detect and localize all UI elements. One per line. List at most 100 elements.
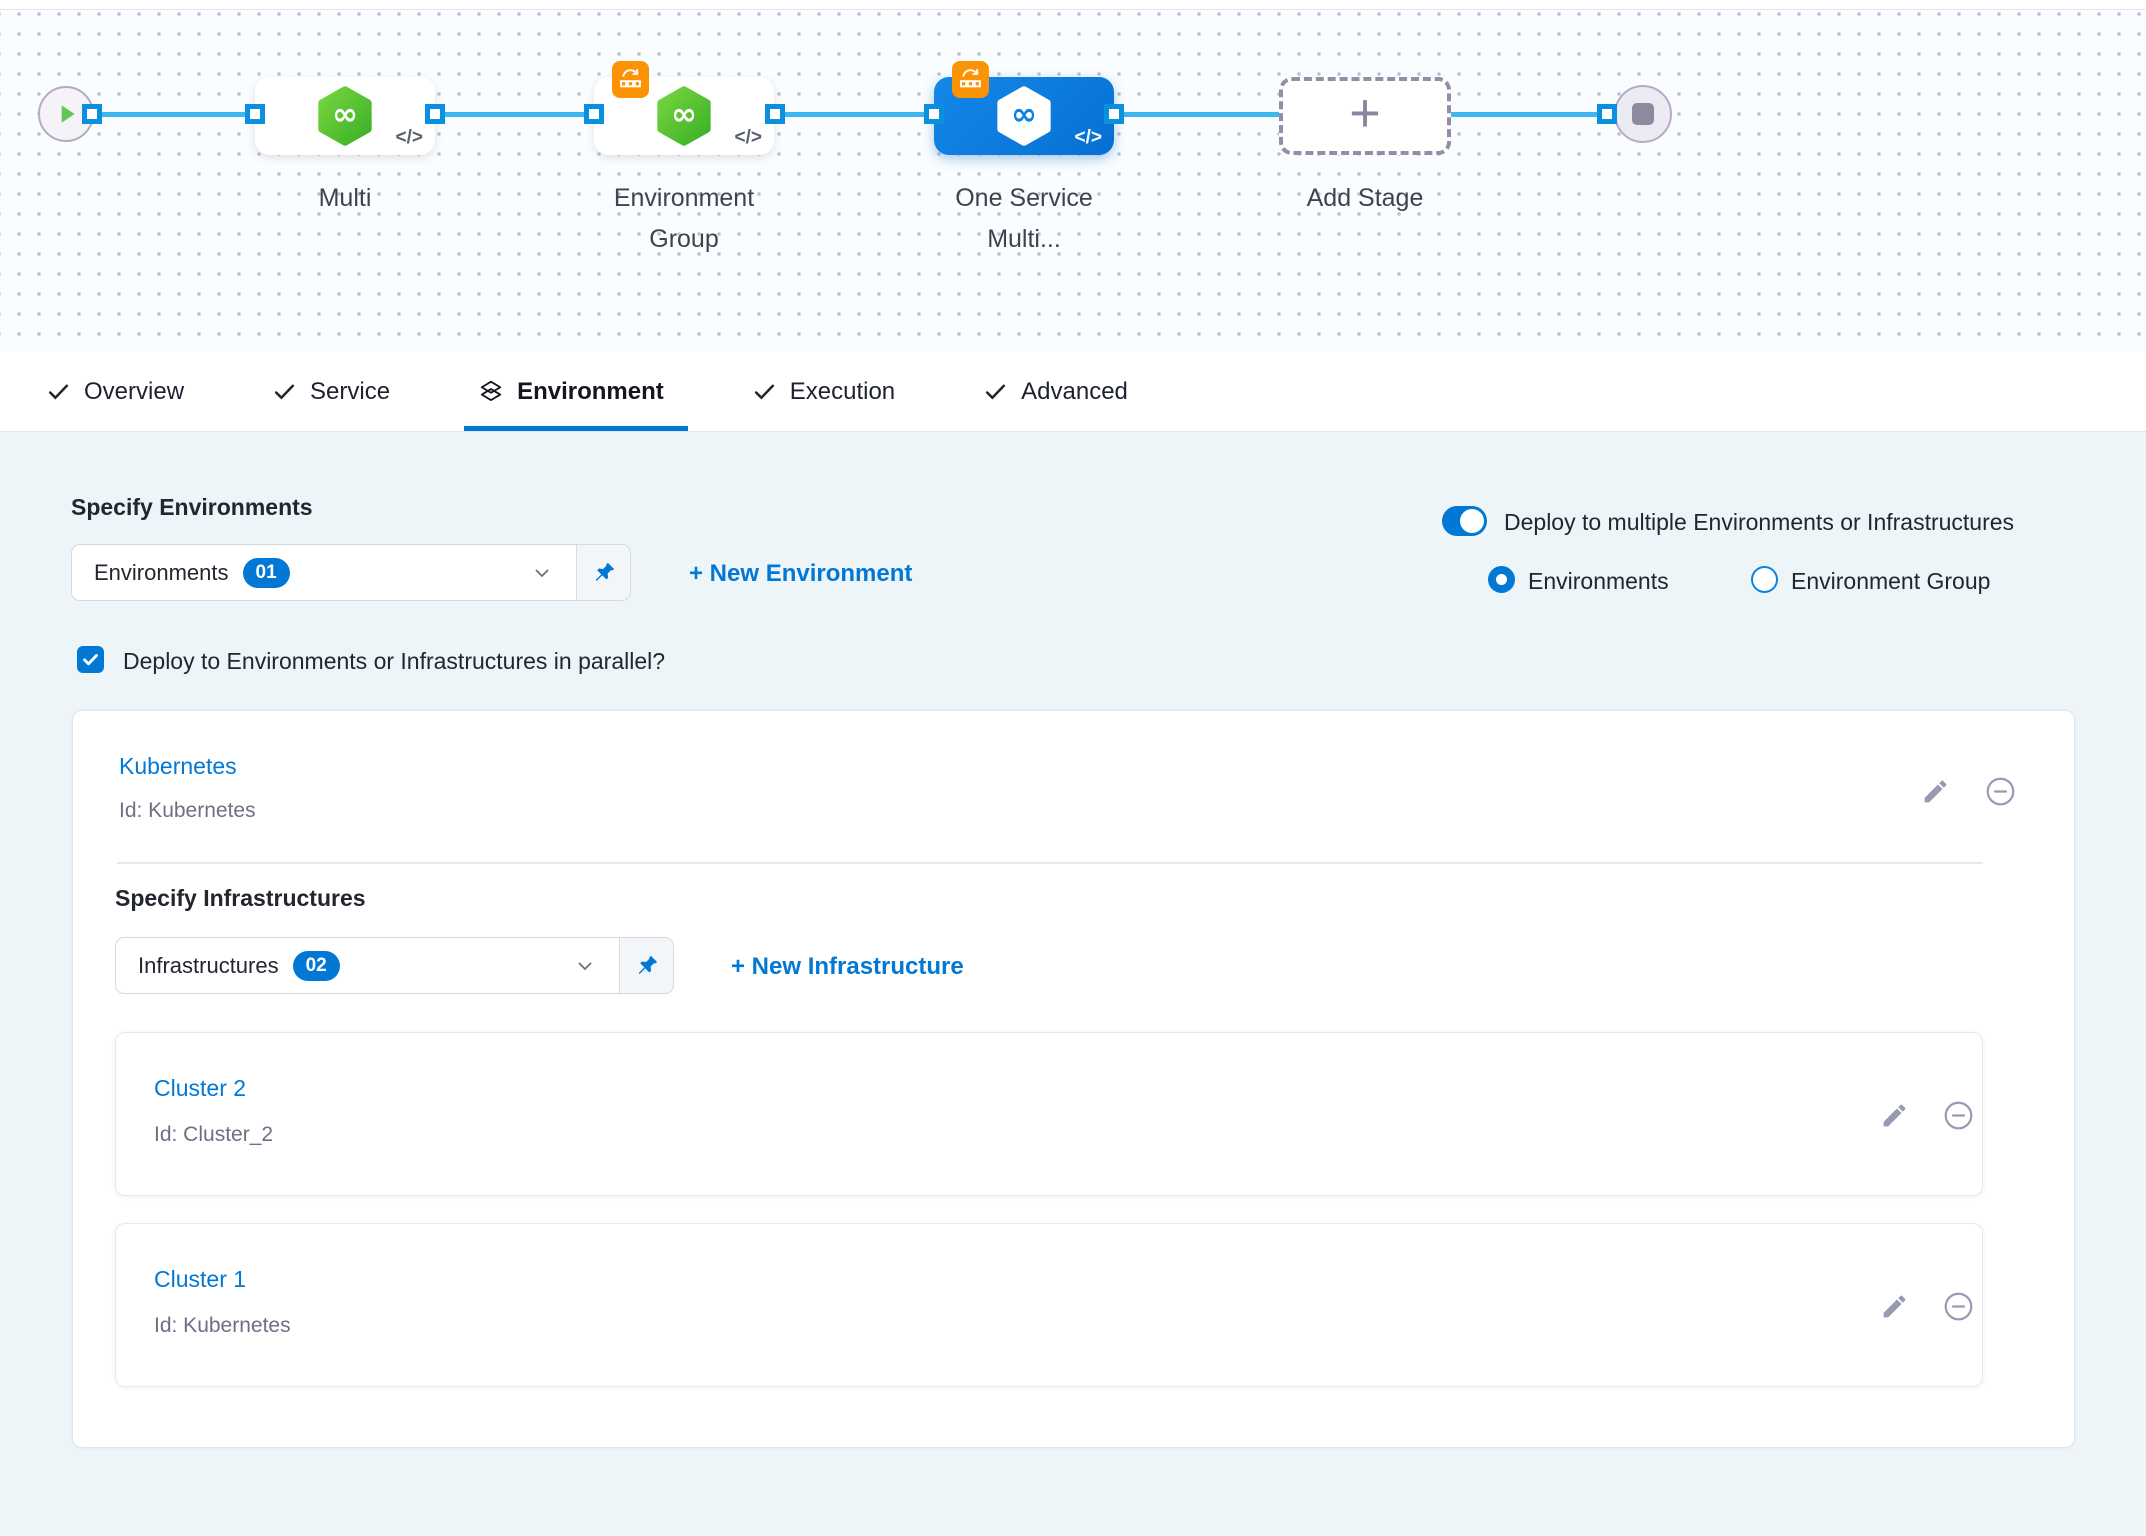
add-stage-button[interactable]: + [1279, 77, 1451, 155]
service-hexagon-icon: ∞ [653, 85, 715, 147]
stage-label: Add Stage [1306, 184, 1424, 212]
pipeline-connector-line [70, 112, 1643, 117]
pushpin-icon [591, 560, 617, 586]
pencil-icon [1880, 1292, 1909, 1321]
infrastructures-dropdown[interactable]: Infrastructures 02 [115, 937, 674, 994]
specify-environments-heading: Specify Environments [71, 494, 313, 520]
connector-port [1597, 104, 1617, 124]
infrastructures-dropdown-value[interactable]: Infrastructures 02 [116, 938, 619, 993]
remove-environment-button[interactable] [1983, 774, 2017, 808]
check-icon [752, 379, 777, 404]
count-badge: 01 [242, 557, 290, 588]
service-hexagon-icon: ∞ [993, 85, 1055, 147]
toggle-knob [1460, 509, 1484, 533]
remove-infrastructure-button[interactable] [1941, 1098, 1975, 1132]
remove-infrastructure-button[interactable] [1941, 1289, 1975, 1323]
edit-infrastructure-button[interactable] [1877, 1098, 1911, 1132]
count-badge: 02 [292, 950, 340, 981]
edit-environment-button[interactable] [1918, 774, 1952, 808]
environments-dropdown[interactable]: Environments 01 [71, 544, 631, 601]
edit-infrastructure-button[interactable] [1877, 1289, 1911, 1323]
environment-tab-panel: Specify Environments Environments 01 + N… [0, 432, 2146, 1536]
tab-service[interactable]: Service [228, 352, 434, 431]
pushpin-icon [634, 953, 660, 979]
specify-infrastructures-heading: Specify Infrastructures [115, 885, 366, 911]
stage-node-multi[interactable]: ∞ </> [255, 77, 435, 155]
environment-card-kubernetes: Kubernetes Id: Kubernetes Specify Infras… [72, 710, 2075, 1448]
new-infrastructure-link[interactable]: + New Infrastructure [731, 953, 964, 980]
rollback-steps-badge-icon [612, 61, 649, 98]
service-hexagon-icon: ∞ [314, 85, 376, 147]
deploy-multiple-toggle-label: Deploy to multiple Environments or Infra… [1504, 509, 2015, 535]
tab-label: Service [310, 377, 391, 405]
connector-port [425, 104, 445, 124]
plus-icon: + [1349, 83, 1381, 143]
tab-label: Execution [789, 377, 896, 405]
stop-icon [1632, 103, 1654, 125]
svg-text:∞: ∞ [332, 97, 358, 133]
pipeline-canvas: ∞ </> Multi ∞ </> Environment Group [0, 10, 2146, 352]
tab-label: Overview [84, 377, 185, 405]
deploy-parallel-checkbox[interactable] [77, 646, 104, 673]
svg-text:∞: ∞ [1011, 97, 1037, 133]
infrastructure-card-cluster-2: Cluster 2 Id: Cluster_2 [115, 1032, 1983, 1196]
play-icon [53, 101, 79, 127]
svg-text:∞: ∞ [671, 97, 697, 133]
radio-environment-group[interactable] [1751, 566, 1778, 593]
minus-circle-icon [1942, 1290, 1975, 1323]
connector-port [765, 104, 785, 124]
tab-environment[interactable]: Environment [434, 352, 708, 431]
yaml-code-glyph: </> [1074, 127, 1102, 148]
check-icon [46, 379, 71, 404]
tab-overview[interactable]: Overview [2, 352, 228, 431]
window-top-strip [0, 0, 2146, 10]
pencil-icon [1921, 777, 1950, 806]
stage-tabbar: Overview Service Environment Execution A… [0, 352, 2146, 432]
stage-node-one-service-multi[interactable]: ∞ </> [934, 77, 1114, 155]
minus-circle-icon [1984, 775, 2017, 808]
tab-execution[interactable]: Execution [708, 352, 939, 431]
environment-name-link[interactable]: Kubernetes [119, 753, 237, 779]
minus-circle-icon [1942, 1099, 1975, 1132]
radio-environments-label[interactable]: Environments [1528, 568, 1669, 594]
check-icon [81, 650, 100, 669]
pencil-icon [1880, 1101, 1909, 1130]
infrastructure-id: Id: Cluster_2 [154, 1123, 274, 1146]
environments-dropdown-value[interactable]: Environments 01 [72, 545, 576, 600]
connector-port [924, 104, 944, 124]
stage-label: Multi [318, 184, 372, 212]
connector-port [584, 104, 604, 124]
pipeline-start-node [38, 86, 94, 142]
connector-port [245, 104, 265, 124]
infrastructure-card-cluster-1: Cluster 1 Id: Kubernetes [115, 1223, 1983, 1387]
new-environment-link[interactable]: + New Environment [689, 560, 913, 587]
pin-input-type-button[interactable] [619, 938, 673, 993]
dropdown-label: Infrastructures [138, 952, 279, 978]
yaml-code-glyph: </> [395, 127, 423, 148]
infrastructure-id: Id: Kubernetes [154, 1314, 291, 1337]
infrastructure-name-link[interactable]: Cluster 2 [154, 1075, 247, 1101]
tab-label: Environment [517, 377, 664, 405]
connector-port [82, 104, 102, 124]
radio-environments[interactable] [1488, 566, 1515, 593]
chevron-down-icon [573, 954, 597, 978]
stage-label: One Service Multi... [955, 184, 1093, 253]
dropdown-label: Environments [94, 559, 229, 585]
yaml-code-glyph: </> [734, 127, 762, 148]
radio-environment-group-label[interactable]: Environment Group [1791, 568, 1991, 594]
stage-label: Environment Group [613, 184, 755, 253]
rollback-steps-badge-icon [952, 61, 989, 98]
pipeline-end-node [1614, 85, 1672, 143]
infrastructure-name-link[interactable]: Cluster 1 [154, 1266, 247, 1292]
check-icon [983, 379, 1008, 404]
environment-id: Id: Kubernetes [119, 799, 256, 822]
deploy-multiple-toggle[interactable] [1442, 506, 1487, 536]
chevron-down-icon [530, 561, 554, 585]
deploy-parallel-checkbox-label: Deploy to Environments or Infrastructure… [123, 648, 666, 674]
tab-advanced[interactable]: Advanced [939, 352, 1172, 431]
tab-label: Advanced [1021, 377, 1128, 405]
pin-input-type-button[interactable] [576, 545, 630, 600]
card-divider [117, 862, 1983, 864]
check-icon [272, 379, 297, 404]
environment-layers-icon [478, 379, 504, 405]
